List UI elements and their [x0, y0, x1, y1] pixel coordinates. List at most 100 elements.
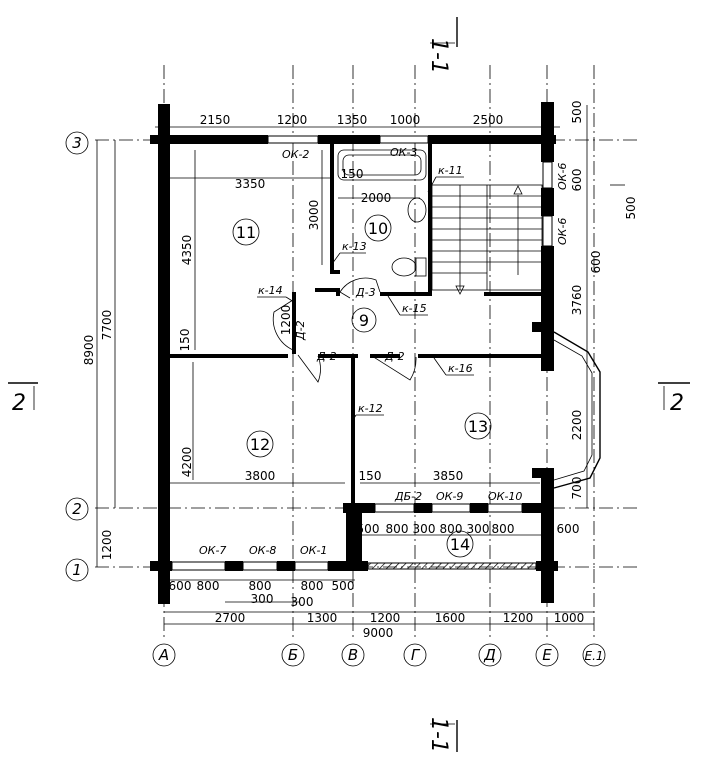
door-label-db2: ДБ-2: [394, 490, 422, 503]
axis-label-b: Б: [288, 646, 298, 664]
svg-text:300: 300: [291, 595, 314, 609]
svg-text:3350: 3350: [235, 177, 266, 191]
axis-label-e: Е: [542, 646, 552, 664]
room-10-number: 10: [368, 219, 388, 238]
room-14-number: 14: [450, 535, 470, 554]
svg-text:300: 300: [251, 592, 274, 606]
svg-text:7700: 7700: [100, 310, 114, 341]
partition-labels: к-11 к-13 к-14 к-15 к-16 к-12: [257, 164, 474, 421]
window-label-ok8: ОК-8: [249, 544, 276, 557]
svg-text:800: 800: [492, 522, 515, 536]
svg-text:8900: 8900: [82, 335, 96, 366]
svg-text:1350: 1350: [337, 113, 368, 127]
axis-grid: [95, 65, 640, 640]
door-label-d3: Д-3: [355, 286, 376, 299]
svg-text:1200: 1200: [277, 113, 308, 127]
svg-text:2700: 2700: [215, 611, 246, 625]
partitions: [168, 144, 542, 506]
svg-text:3000: 3000: [307, 200, 321, 231]
svg-text:500: 500: [332, 579, 355, 593]
svg-text:3760: 3760: [570, 285, 584, 316]
svg-text:к-12: к-12: [358, 402, 383, 415]
door-label-d2b: Д-2: [316, 350, 337, 363]
svg-text:600: 600: [589, 251, 603, 274]
svg-text:150: 150: [178, 329, 192, 352]
doors: [272, 277, 417, 383]
window-label-ok10: ОК-10: [488, 490, 522, 503]
windows: [171, 135, 553, 571]
door-label-d2c: Д-2: [384, 350, 405, 363]
axis-label-3: 3: [72, 134, 82, 152]
axis-label-g: Г: [411, 646, 421, 664]
svg-text:9000: 9000: [363, 626, 394, 640]
svg-text:500: 500: [624, 197, 638, 220]
svg-text:1200: 1200: [279, 305, 293, 336]
svg-text:800: 800: [440, 522, 463, 536]
axis-label-1: 1: [72, 561, 82, 579]
svg-text:3850: 3850: [433, 469, 464, 483]
svg-text:800: 800: [197, 579, 220, 593]
room-12-number: 12: [250, 435, 270, 454]
svg-text:2000: 2000: [361, 191, 392, 205]
svg-text:600: 600: [169, 579, 192, 593]
svg-text:к-11: к-11: [438, 164, 463, 177]
svg-text:500: 500: [570, 101, 584, 124]
window-label-ok3: ОК-3: [390, 146, 417, 159]
axis-label-d: Д: [483, 646, 496, 664]
svg-text:800: 800: [301, 579, 324, 593]
svg-text:600: 600: [570, 169, 584, 192]
room-11-number: 11: [236, 223, 256, 242]
svg-text:300: 300: [467, 522, 490, 536]
svg-text:1300: 1300: [307, 611, 338, 625]
svg-text:1000: 1000: [554, 611, 585, 625]
dimension-lines: [96, 105, 625, 625]
svg-text:3800: 3800: [245, 469, 276, 483]
stairs: [431, 184, 543, 295]
window-label-ok1: ОК-1: [300, 544, 327, 557]
exterior-walls: [150, 102, 558, 604]
section-marks: 2 2 1-1 1-1: [8, 17, 690, 753]
svg-text:2150: 2150: [200, 113, 231, 127]
bay-window: [553, 331, 601, 489]
svg-text:1000: 1000: [390, 113, 421, 127]
svg-text:к-16: к-16: [448, 362, 473, 375]
svg-text:4200: 4200: [180, 447, 194, 478]
svg-text:800: 800: [249, 579, 272, 593]
section-mark-right: 2: [670, 391, 684, 416]
door-label-d2a: Д-2: [294, 320, 307, 341]
svg-text:2200: 2200: [570, 410, 584, 441]
axis-label-e1: Е.1: [584, 649, 603, 663]
window-label-ok6b: ОК-6: [556, 218, 569, 245]
section-cut-bottom: 1-1: [426, 717, 451, 753]
window-label-ok6a: ОК-6: [556, 163, 569, 190]
svg-text:150: 150: [341, 167, 364, 181]
svg-text:2500: 2500: [473, 113, 504, 127]
svg-text:1200: 1200: [100, 530, 114, 561]
svg-text:к-13: к-13: [342, 240, 367, 253]
window-label-ok7: ОК-7: [199, 544, 226, 557]
dimension-texts: 2150 1200 1350 1000 2500 500 600 500 600…: [82, 101, 638, 640]
bathroom-fixtures: [337, 149, 427, 277]
svg-text:300: 300: [413, 522, 436, 536]
svg-text:к-14: к-14: [258, 284, 283, 297]
svg-text:150: 150: [359, 469, 382, 483]
svg-text:600: 600: [557, 522, 580, 536]
section-mark-left: 2: [12, 391, 26, 416]
room-9-number: 9: [359, 311, 369, 330]
room-numbers: 11 10 9 12 13 14: [232, 214, 492, 558]
svg-text:4350: 4350: [180, 235, 194, 266]
opening-labels: ОК-2 ОК-3 ОК-6 ОК-6 ОК-7 ОК-8 ОК-1 ДБ-2 …: [199, 146, 569, 557]
axis-label-a: А: [158, 646, 169, 664]
axis-bubbles: А Б В Г Д Е Е.1 3 2 1: [65, 131, 606, 667]
window-label-ok9: ОК-9: [436, 490, 463, 503]
svg-text:1200: 1200: [370, 611, 401, 625]
room-13-number: 13: [468, 417, 488, 436]
svg-text:1600: 1600: [435, 611, 466, 625]
axis-label-2: 2: [72, 500, 82, 518]
svg-text:500: 500: [357, 522, 380, 536]
section-cut-top: 1-1: [426, 38, 451, 74]
window-label-ok2: ОК-2: [282, 148, 309, 161]
svg-text:800: 800: [386, 522, 409, 536]
svg-text:1200: 1200: [503, 611, 534, 625]
